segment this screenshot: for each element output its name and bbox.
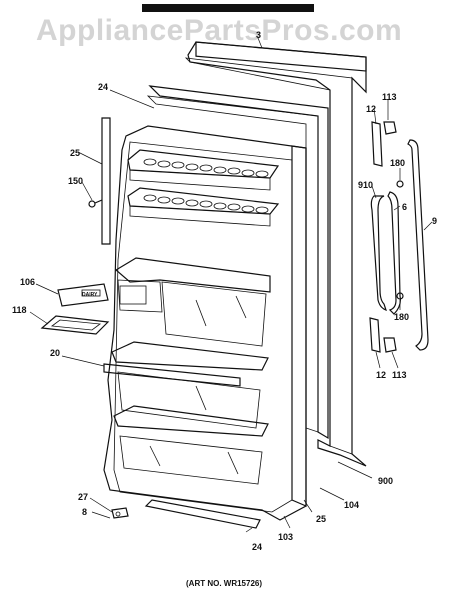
callout-910: 910 <box>358 180 373 190</box>
dairy-door-106: DAIRY <box>57 283 109 307</box>
callout-24-top: 24 <box>98 82 108 92</box>
callout-180-bottom: 180 <box>394 312 409 322</box>
door-shelves <box>103 341 269 485</box>
callout-3: 3 <box>256 30 261 40</box>
left-side-strip <box>101 117 111 245</box>
callout-25-bottom: 25 <box>316 514 326 524</box>
callout-106: 106 <box>20 277 35 287</box>
handle-rail-9 <box>407 139 429 351</box>
egg-cups-top <box>143 158 269 178</box>
callout-113-bottom: 113 <box>392 370 407 380</box>
dairy-compartment <box>114 257 271 347</box>
callout-9: 9 <box>432 216 437 226</box>
egg-cups-bottom <box>143 194 269 214</box>
shelf-bar <box>103 363 241 387</box>
callout-6: 6 <box>402 202 407 212</box>
callout-900: 900 <box>378 476 393 486</box>
callout-27: 27 <box>78 492 88 502</box>
right-hardware <box>369 121 429 353</box>
callout-104: 104 <box>344 500 359 510</box>
art-number: (ART NO. WR15726) <box>186 579 262 588</box>
bottom-trim-strip-12 <box>369 317 381 353</box>
callout-numbers: 3 24 25 150 106 118 20 27 8 24 103 25 10… <box>12 30 437 552</box>
top-gasket-strip <box>195 41 367 72</box>
tray-118 <box>40 315 110 335</box>
callout-12-bottom: 12 <box>376 370 386 380</box>
callout-103: 103 <box>278 532 293 542</box>
top-banner-bar <box>142 4 314 12</box>
callout-118: 118 <box>12 305 27 315</box>
callout-180-top: 180 <box>390 158 405 168</box>
bottom-cap-113 <box>383 337 397 353</box>
callout-24-bottom: 24 <box>252 542 262 552</box>
callout-8: 8 <box>82 507 87 517</box>
top-cap-113 <box>383 121 397 135</box>
watermark-text: AppliancePartsPros.com <box>36 14 402 47</box>
callout-25-left: 25 <box>70 148 80 158</box>
bottom-breaker-strip <box>144 499 261 529</box>
egg-shelf-bottom <box>127 187 280 227</box>
top-trim-strip-12 <box>371 121 383 167</box>
top-screw-180 <box>396 180 404 188</box>
screw-150 <box>88 199 103 208</box>
leader-lines <box>29 37 433 533</box>
handle-cover-6 <box>387 191 401 315</box>
callout-12-top: 12 <box>366 104 376 114</box>
dairy-door-label: DAIRY <box>82 292 98 298</box>
bottom-screw-180 <box>396 292 404 300</box>
callout-113-top: 113 <box>382 92 397 102</box>
hinge-bracket <box>111 507 129 519</box>
callout-20: 20 <box>50 348 60 358</box>
egg-shelf-top <box>127 149 280 191</box>
outer-door-frame <box>184 41 367 467</box>
handle-910 <box>370 195 387 311</box>
door-liner <box>103 125 307 521</box>
callout-150: 150 <box>68 176 83 186</box>
